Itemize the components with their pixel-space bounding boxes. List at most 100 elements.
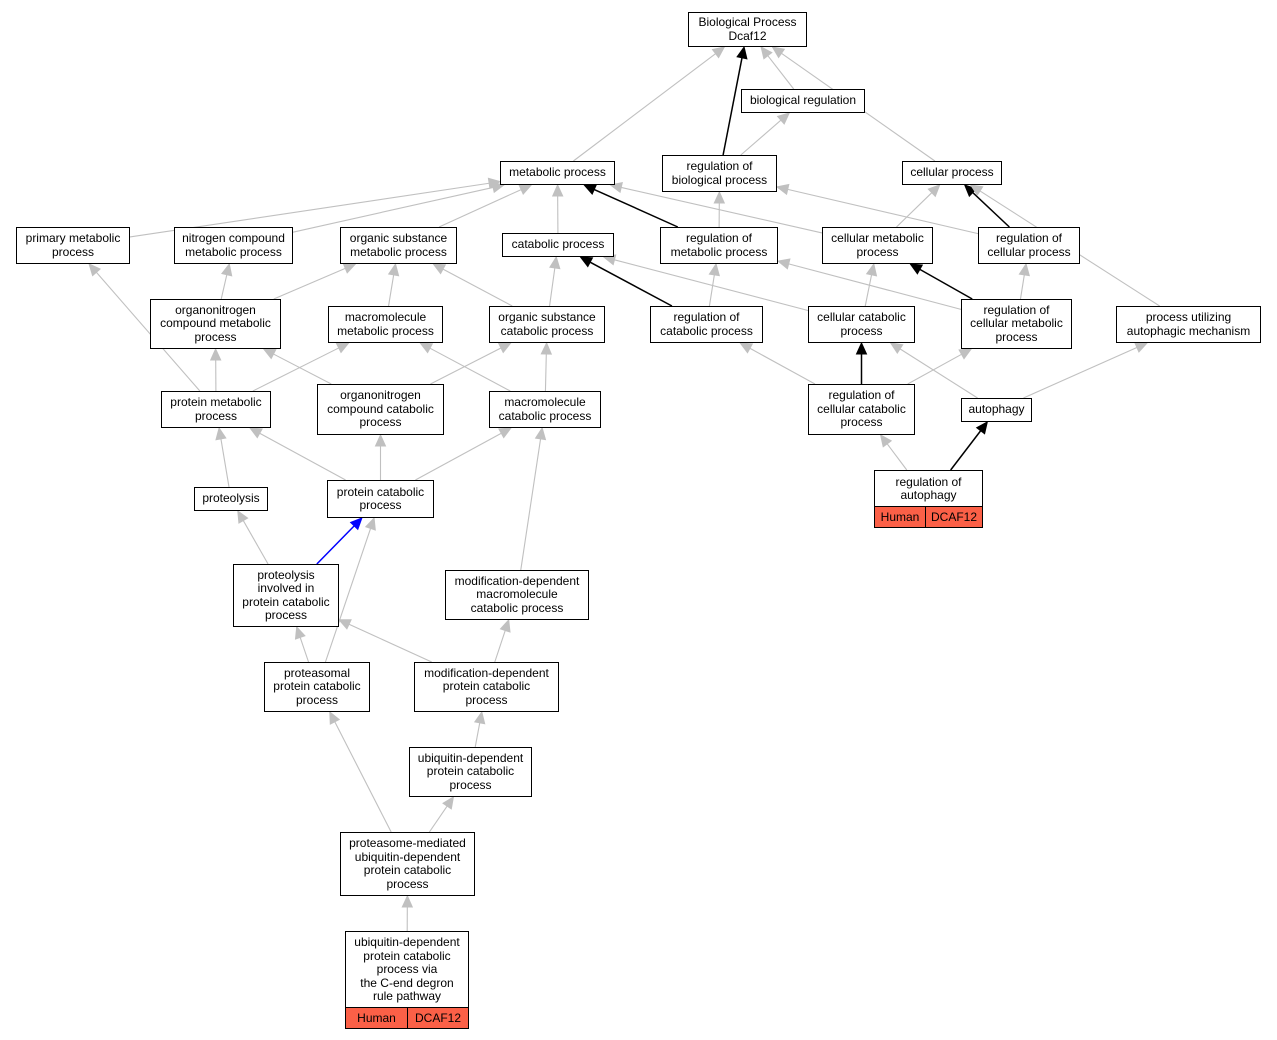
arrowhead-organic_substance_catabolic_process <box>497 342 512 354</box>
edge-proteasome_mediated-to-ubiquitin_dependent_protein_catabolic <box>428 805 448 833</box>
arrowhead-protein_catabolic_process <box>364 516 376 531</box>
node-process-utilizing-autophagic-mechanism[interactable]: process utilizing autophagic mechanism <box>1116 306 1261 343</box>
node-cellular-metabolic-process[interactable]: cellular metabolic process <box>822 227 933 264</box>
arrowhead-protein_metabolic_process <box>215 426 227 441</box>
edge-organonitrogen_compound_metabolic_process-to-organic_substance_metabolic_process <box>273 267 346 300</box>
edge-regulation_of_cellular_process-to-regulation_of_biological_process <box>787 188 979 235</box>
node-autophagy[interactable]: autophagy <box>961 398 1032 422</box>
arrowhead-root <box>736 45 748 60</box>
node-ubiquitin-dependent-protein-catabolic-process[interactable]: ubiquitin-dependent protein catabolic pr… <box>409 747 532 797</box>
node-modification-dependent-protein-catabolic-process[interactable]: modification-dependent protein catabolic… <box>414 662 559 712</box>
node-organonitrogen-compound-metabolic-process[interactable]: organonitrogen compound metabolic proces… <box>150 299 281 349</box>
edge-regulation_of_cellular_catabolic_process-to-regulation_of_cellular_metabolic_process <box>907 353 962 385</box>
edge-ubiquitin_dependent_protein_catabolic-to-modification_dependent_protein_catabolic <box>474 722 481 748</box>
node-cellular-process[interactable]: cellular process <box>902 161 1002 185</box>
node-modification-dependent-macromolecule-catabolic-process[interactable]: modification-dependent macromolecule cat… <box>445 570 589 620</box>
edge-proteasomal_protein_catabolic-to-protein_catabolic_process <box>324 528 372 663</box>
edge-organic_substance_catabolic_process-to-catabolic_process <box>549 267 556 307</box>
arrowhead-macromolecule_metabolic_process <box>419 342 434 354</box>
node-metabolic-process[interactable]: metabolic process <box>500 161 615 185</box>
edge-cellular_metabolic_process-to-metabolic_process <box>621 186 823 234</box>
edge-cellular_catabolic_process-to-catabolic_process <box>614 259 809 312</box>
node-macromolecule-metabolic-process[interactable]: macromolecule metabolic process <box>328 306 443 343</box>
node-proteasome-mediated-ubiquitin-dependent-protein-catabolic-process[interactable]: proteasome-mediated ubiquitin-dependent … <box>340 832 475 896</box>
node-root[interactable]: Biological Process Dcaf12 <box>688 12 807 47</box>
node-cellular-catabolic-process[interactable]: cellular catabolic process <box>808 306 915 343</box>
node-organic-substance-catabolic-process[interactable]: organic substance catabolic process <box>489 306 605 343</box>
edge-proteasomal_protein_catabolic-to-proteolysis_involved <box>299 637 310 663</box>
arrowhead-cellular_metabolic_process <box>909 263 924 275</box>
edge-regulation_of_cellular_metabolic_process-to-regulation_of_metabolic_process <box>788 263 962 310</box>
gene-tag[interactable]: DCAF12 <box>926 506 983 528</box>
node-ubiquitin-dependent-protein-catabolic-process-via-c-end-degron[interactable]: ubiquitin-dependent protein catabolic pr… <box>345 931 469 1029</box>
edge-proteolysis_involved-to-protein_catabolic_process <box>316 525 355 565</box>
arrowhead-catabolic_process <box>579 256 594 268</box>
node-catabolic-process[interactable]: catabolic process <box>502 233 614 257</box>
edge-regulation_of_metabolic_process-to-metabolic_process <box>593 188 679 228</box>
gene-tag[interactable]: DCAF12 <box>408 1007 469 1029</box>
arrowhead-regulation_of_cellular_process <box>1018 262 1030 277</box>
edge-metabolic_process-to-root <box>573 53 716 162</box>
edge-organic_substance_catabolic_process-to-organic_substance_metabolic_process <box>442 268 513 307</box>
edge-protein_metabolic_process-to-primary_metabolic_process <box>95 271 201 392</box>
node-protein-catabolic-process[interactable]: protein catabolic process <box>327 480 434 518</box>
node-biological-regulation[interactable]: biological regulation <box>741 89 865 113</box>
arrowhead-organonitrogen_compound_catabolic_process <box>374 433 387 447</box>
node-regulation-of-biological-process[interactable]: regulation of biological process <box>662 155 777 192</box>
node-regulation-of-cellular-metabolic-process[interactable]: regulation of cellular metabolic process <box>961 299 1072 349</box>
edge-protein_metabolic_process-to-macromolecule_metabolic_process <box>252 347 340 392</box>
arrowhead-organonitrogen_compound_metabolic_process <box>209 347 222 361</box>
node-proteolysis[interactable]: proteolysis <box>194 487 268 511</box>
node-macromolecule-catabolic-process[interactable]: macromolecule catabolic process <box>489 391 601 428</box>
edge-regulation_of_cellular_metabolic_process-to-cellular_metabolic_process <box>919 268 973 300</box>
arrowhead-macromolecule_metabolic_process <box>335 342 350 354</box>
arrowhead-organic_substance_metabolic_process <box>432 263 447 275</box>
species-tag[interactable]: Human <box>345 1007 408 1029</box>
annotation-row: Human DCAF12 <box>874 506 983 528</box>
arrowhead-nitrogen_compound_metabolic_process <box>221 262 233 277</box>
edge-autophagy-to-cellular_catabolic_process <box>899 348 978 399</box>
node-proteolysis-involved-in-protein-catabolic-process[interactable]: proteolysis involved in protein cataboli… <box>233 564 339 627</box>
arrowhead-root <box>771 46 786 59</box>
annotation-row: Human DCAF12 <box>345 1007 469 1029</box>
arrowhead-proteolysis_involved <box>337 619 352 630</box>
arrowhead-root <box>760 46 773 60</box>
edge-protein_catabolic_process-to-macromolecule_catabolic_process <box>415 432 502 481</box>
species-tag[interactable]: Human <box>874 506 926 528</box>
arrowhead-regulation_of_biological_process <box>713 190 726 204</box>
arrowhead-proteasome_mediated <box>401 894 414 908</box>
edge-regulation_of_biological_process-to-root <box>722 57 743 156</box>
edge-proteolysis-to-protein_metabolic_process <box>220 438 230 488</box>
edge-proteasome_mediated-to-proteasomal_protein_catabolic <box>334 721 392 833</box>
arrowhead-organic_substance_catabolic_process <box>540 341 553 355</box>
edge-organonitrogen_compound_catabolic_process-to-organic_substance_catabolic_process <box>430 347 502 385</box>
node-regulation-of-autophagy[interactable]: regulation of autophagy Human DCAF12 <box>874 470 983 528</box>
arrowhead-regulation_of_cellular_catabolic_process <box>879 434 893 448</box>
node-protein-metabolic-process[interactable]: protein metabolic process <box>161 391 271 428</box>
node-nitrogen-compound-metabolic-process[interactable]: nitrogen compound metabolic process <box>174 227 293 264</box>
node-regulation-of-cellular-process[interactable]: regulation of cellular process <box>978 227 1080 264</box>
arrowhead-cellular_process <box>969 184 984 197</box>
arrowhead-organic_substance_metabolic_process <box>342 263 357 274</box>
node-primary-metabolic-process[interactable]: primary metabolic process <box>16 227 130 264</box>
arrowhead-modification_dependent_protein_catabolic <box>473 710 486 725</box>
edge-modification_dependent_protein_catabolic-to-modification_dependent_macromolecule_catabolic <box>494 630 506 663</box>
edge-cellular_catabolic_process-to-cellular_metabolic_process <box>864 274 873 307</box>
node-organic-substance-metabolic-process[interactable]: organic substance metabolic process <box>340 227 457 264</box>
arrowhead-proteolysis_involved <box>294 625 306 640</box>
edge-organonitrogen_compound_metabolic_process-to-nitrogen_compound_metabolic_process <box>220 274 228 300</box>
arrowhead-protein_catabolic_process <box>349 517 363 531</box>
edge-modification_dependent_macromolecule_catabolic-to-macromolecule_catabolic_process <box>520 438 542 571</box>
edge-protein_catabolic_process-to-protein_metabolic_process <box>259 432 346 481</box>
edge-regulation_of_biological_process-to-biological_regulation <box>740 119 782 156</box>
edge-regulation_of_cellular_metabolic_process-to-regulation_of_cellular_process <box>1019 274 1025 300</box>
node-proteasomal-protein-catabolic-process[interactable]: proteasomal protein catabolic process <box>264 662 370 712</box>
node-regulation-of-cellular-catabolic-process[interactable]: regulation of cellular catabolic process <box>808 384 915 435</box>
edge-regulation_of_autophagy-to-autophagy <box>950 430 982 471</box>
node-regulation-of-metabolic-process[interactable]: regulation of metabolic process <box>660 227 778 264</box>
arrowhead-cellular_process <box>963 184 978 198</box>
node-regulation-of-catabolic-process[interactable]: regulation of catabolic process <box>650 306 763 343</box>
node-organonitrogen-compound-catabolic-process[interactable]: organonitrogen compound catabolic proces… <box>317 384 444 435</box>
edge-organic_substance_metabolic_process-to-metabolic_process <box>438 189 522 228</box>
